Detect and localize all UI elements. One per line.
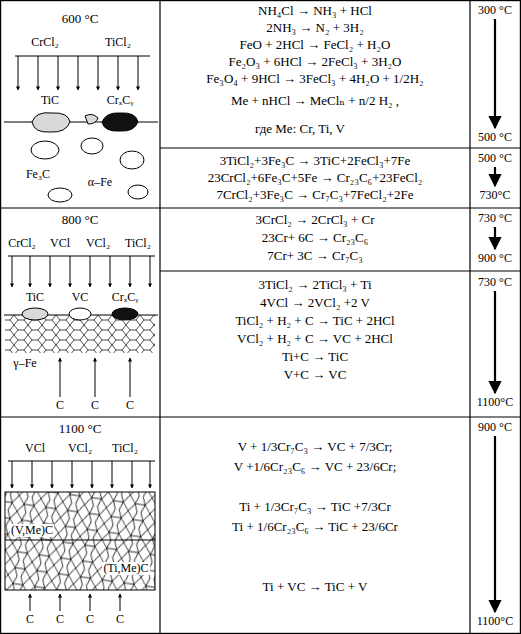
surface-800 [4, 256, 158, 397]
temperature-range: 300 °C [478, 4, 512, 17]
gas-label: CrCl₂ [7, 237, 37, 250]
temperature-arrows [494, 19, 496, 612]
reaction-text: V + 1/3Cr₇C₃ → VC + 7/3Cr; [238, 440, 393, 454]
reaction-text: Ti + VC → TiC + V [263, 580, 368, 594]
reaction-text: Fe₂O₃ + 6HCl → 2FeCl₃ + 3H₂O [229, 55, 402, 69]
temperature-range: 1100°C [477, 615, 513, 628]
reaction-text: Me + nHCl → MeClₙ + n/2 H₂ , [231, 94, 399, 108]
reaction-text: 23Cr+ 6C → Cr₂₃C₆ [262, 231, 369, 245]
phase-label: α–Fe [87, 176, 113, 189]
phase-label: C [55, 613, 65, 626]
reaction-text: 2NH₃ → N₂ + 3H₂ [266, 21, 363, 35]
gas-label: TiCl₂ [111, 442, 139, 455]
reaction-text: где Me: Cr, Ti, V [255, 122, 345, 136]
phase-label: Fe₃C [25, 168, 51, 181]
reaction-text: 4VCl → 2VCl₂ +2 V [260, 296, 370, 310]
temperature-range: 730 °C [478, 276, 512, 289]
reaction-text: 3TiCl₂+3Fe₃C → 3TiC+2FeCl₃+7Fe [220, 154, 411, 168]
reaction-text: Ti + 1/3Cr₇C₃ → TiC +7/3Cr [239, 500, 391, 514]
reaction-text: Fe₃O₄ + 9HCl → 3FeCl₃ + 4H₂O + 1/2H₂ [206, 72, 423, 86]
phase-label: C [25, 613, 35, 626]
phase-label: γ–Fe [12, 357, 37, 370]
temperature-range: 500 °C [478, 152, 512, 165]
gas-label: TiCl₂ [104, 36, 132, 49]
reaction-text: VCl₂ + H₂ + C → VC + 2HCl [237, 332, 393, 346]
temperature-label: 800 °C [61, 213, 100, 227]
reaction-text: Ti + 1/6Cr₂₃C₆ → TiC + 23/6Cr [232, 520, 398, 534]
phase-label: TiC [25, 291, 45, 304]
phase-label: (V,Me)C [10, 524, 54, 537]
temperature-label: 1100 °C [58, 422, 103, 436]
gas-label: TiCl₂ [124, 237, 152, 250]
surface-1100 [5, 461, 155, 611]
phase-label: C [55, 399, 65, 412]
reaction-text: Ti+C → TiC [282, 350, 348, 364]
reaction-text: 7CrCl₂+3Fe₃C → Cr₇C₃+7FeCl₂+2Fe [216, 188, 413, 202]
temperature-range: 1100°C [477, 396, 513, 409]
reaction-text: 23CrCl₂+6Fe₃C+5Fe → Cr₂₃C₆+23FeCl₂ [208, 171, 423, 185]
phase-label: CrₓCᵧ [106, 94, 135, 107]
reaction-text: V +1/6Cr₂₃C₆ → VC + 23/6Cr; [234, 460, 397, 474]
phase-label: TiC [40, 94, 60, 107]
reaction-text: 7Cr+ 3C → Cr₇C₃ [267, 249, 363, 263]
reaction-text: V+C → VC [284, 368, 347, 382]
phase-label: C [115, 613, 125, 626]
gas-label: CrCl₂ [30, 36, 60, 49]
temperature-range: 730 °C [478, 212, 512, 225]
phase-label: C [90, 399, 100, 412]
temperature-label: 600 °C [61, 12, 100, 26]
temperature-range: 730°C [480, 189, 511, 202]
phase-label: (Ti,Me)C [102, 562, 149, 575]
phase-label: C [85, 613, 95, 626]
gas-label: VCl₂ [85, 237, 111, 250]
reaction-text: 3CrCl₂ → 2CrCl₃ + Cr [256, 213, 375, 227]
gas-label: VCl [49, 237, 71, 250]
gas-label: VCl₂ [67, 442, 93, 455]
temperature-range: 500 °C [478, 131, 512, 144]
temperature-range: 900 °C [478, 252, 512, 265]
reaction-text: TiCl₂ + H₂ + C → TiC + 2HCl [235, 314, 394, 328]
phase-label: VC [71, 291, 90, 304]
temperature-range: 900 °C [478, 421, 512, 434]
phase-label: CrₓCᵧ [111, 291, 140, 304]
reaction-text: NH₄Cl → NH₃ + HCl [258, 4, 372, 18]
phase-label: C [125, 399, 135, 412]
surface-600 [4, 56, 158, 202]
reaction-text: 3TiCl₂ → 2TiCl₃ + Ti [258, 278, 371, 292]
reaction-text: FeO + 2HCl → FeCl₂ + H₂O [240, 38, 391, 52]
gas-label: VCl [24, 442, 46, 455]
